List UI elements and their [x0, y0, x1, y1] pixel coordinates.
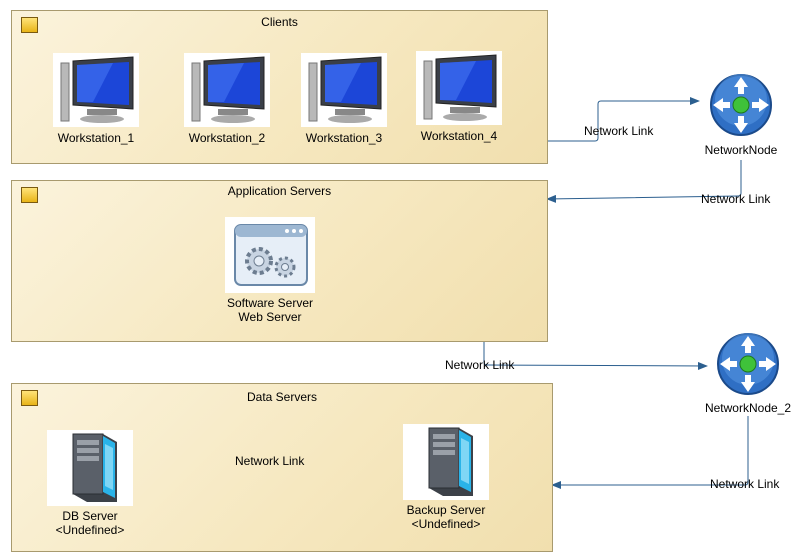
network-node-2-label: NetworkNode_2: [704, 401, 792, 415]
db-server-tower-icon: [47, 430, 133, 506]
network-node-2[interactable]: NetworkNode_2: [698, 331, 798, 415]
folder-icon: [21, 390, 38, 406]
software-server-label: Software Server: [226, 296, 314, 310]
network-node-hub-icon: [717, 333, 779, 395]
workstation-label: Workstation_3: [305, 131, 383, 145]
software-server-sublabel: Web Server: [238, 310, 302, 324]
workstation-monitor-icon: [416, 51, 502, 125]
group-title: Data Servers: [246, 390, 318, 404]
group-title: Clients: [261, 15, 298, 29]
workstation-node[interactable]: Workstation_3: [294, 53, 394, 145]
workstation-label: Workstation_2: [188, 131, 266, 145]
link-label-networknode-appservers: Network Link: [701, 192, 771, 206]
backup-server-label: Backup Server: [406, 503, 486, 517]
workstation-node[interactable]: Workstation_2: [177, 53, 277, 145]
workstation-label: Workstation_1: [57, 131, 135, 145]
link-label-appservers-networknode2: Network Link: [445, 358, 515, 372]
workstation-label: Workstation_4: [420, 129, 498, 143]
db-server-label: DB Server: [62, 509, 118, 523]
workstation-node[interactable]: Workstation_4: [409, 51, 509, 143]
db-server-sublabel: <Undefined>: [55, 523, 125, 537]
backup-server-node[interactable]: Backup Server <Undefined>: [386, 424, 506, 531]
workstation-node[interactable]: Workstation_1: [46, 53, 146, 145]
link-label-db-backup: Network Link: [235, 454, 305, 468]
folder-icon: [21, 17, 38, 33]
software-server-gear-icon: [225, 217, 315, 293]
network-node-label: NetworkNode: [704, 143, 778, 157]
workstation-monitor-icon: [184, 53, 270, 127]
workstation-monitor-icon: [53, 53, 139, 127]
backup-server-sublabel: <Undefined>: [411, 517, 481, 531]
link-networknode2-dataservers[interactable]: [551, 416, 749, 489]
network-node[interactable]: NetworkNode: [691, 72, 791, 157]
folder-icon: [21, 187, 38, 203]
link-label-networknode2-dataservers: Network Link: [710, 477, 780, 491]
workstation-monitor-icon: [301, 53, 387, 127]
group-title: Application Servers: [227, 184, 332, 198]
link-networknode-appservers[interactable]: [546, 160, 742, 203]
link-label-clients-networknode: Network Link: [584, 124, 654, 138]
db-server-node[interactable]: DB Server <Undefined>: [40, 430, 140, 537]
backup-server-tower-icon: [403, 424, 489, 500]
network-node-hub-icon: [710, 74, 772, 136]
link-clients-networknode[interactable]: [547, 97, 700, 142]
software-server-node[interactable]: Software Server Web Server: [210, 217, 330, 324]
link-appservers-networknode2[interactable]: [483, 340, 708, 370]
